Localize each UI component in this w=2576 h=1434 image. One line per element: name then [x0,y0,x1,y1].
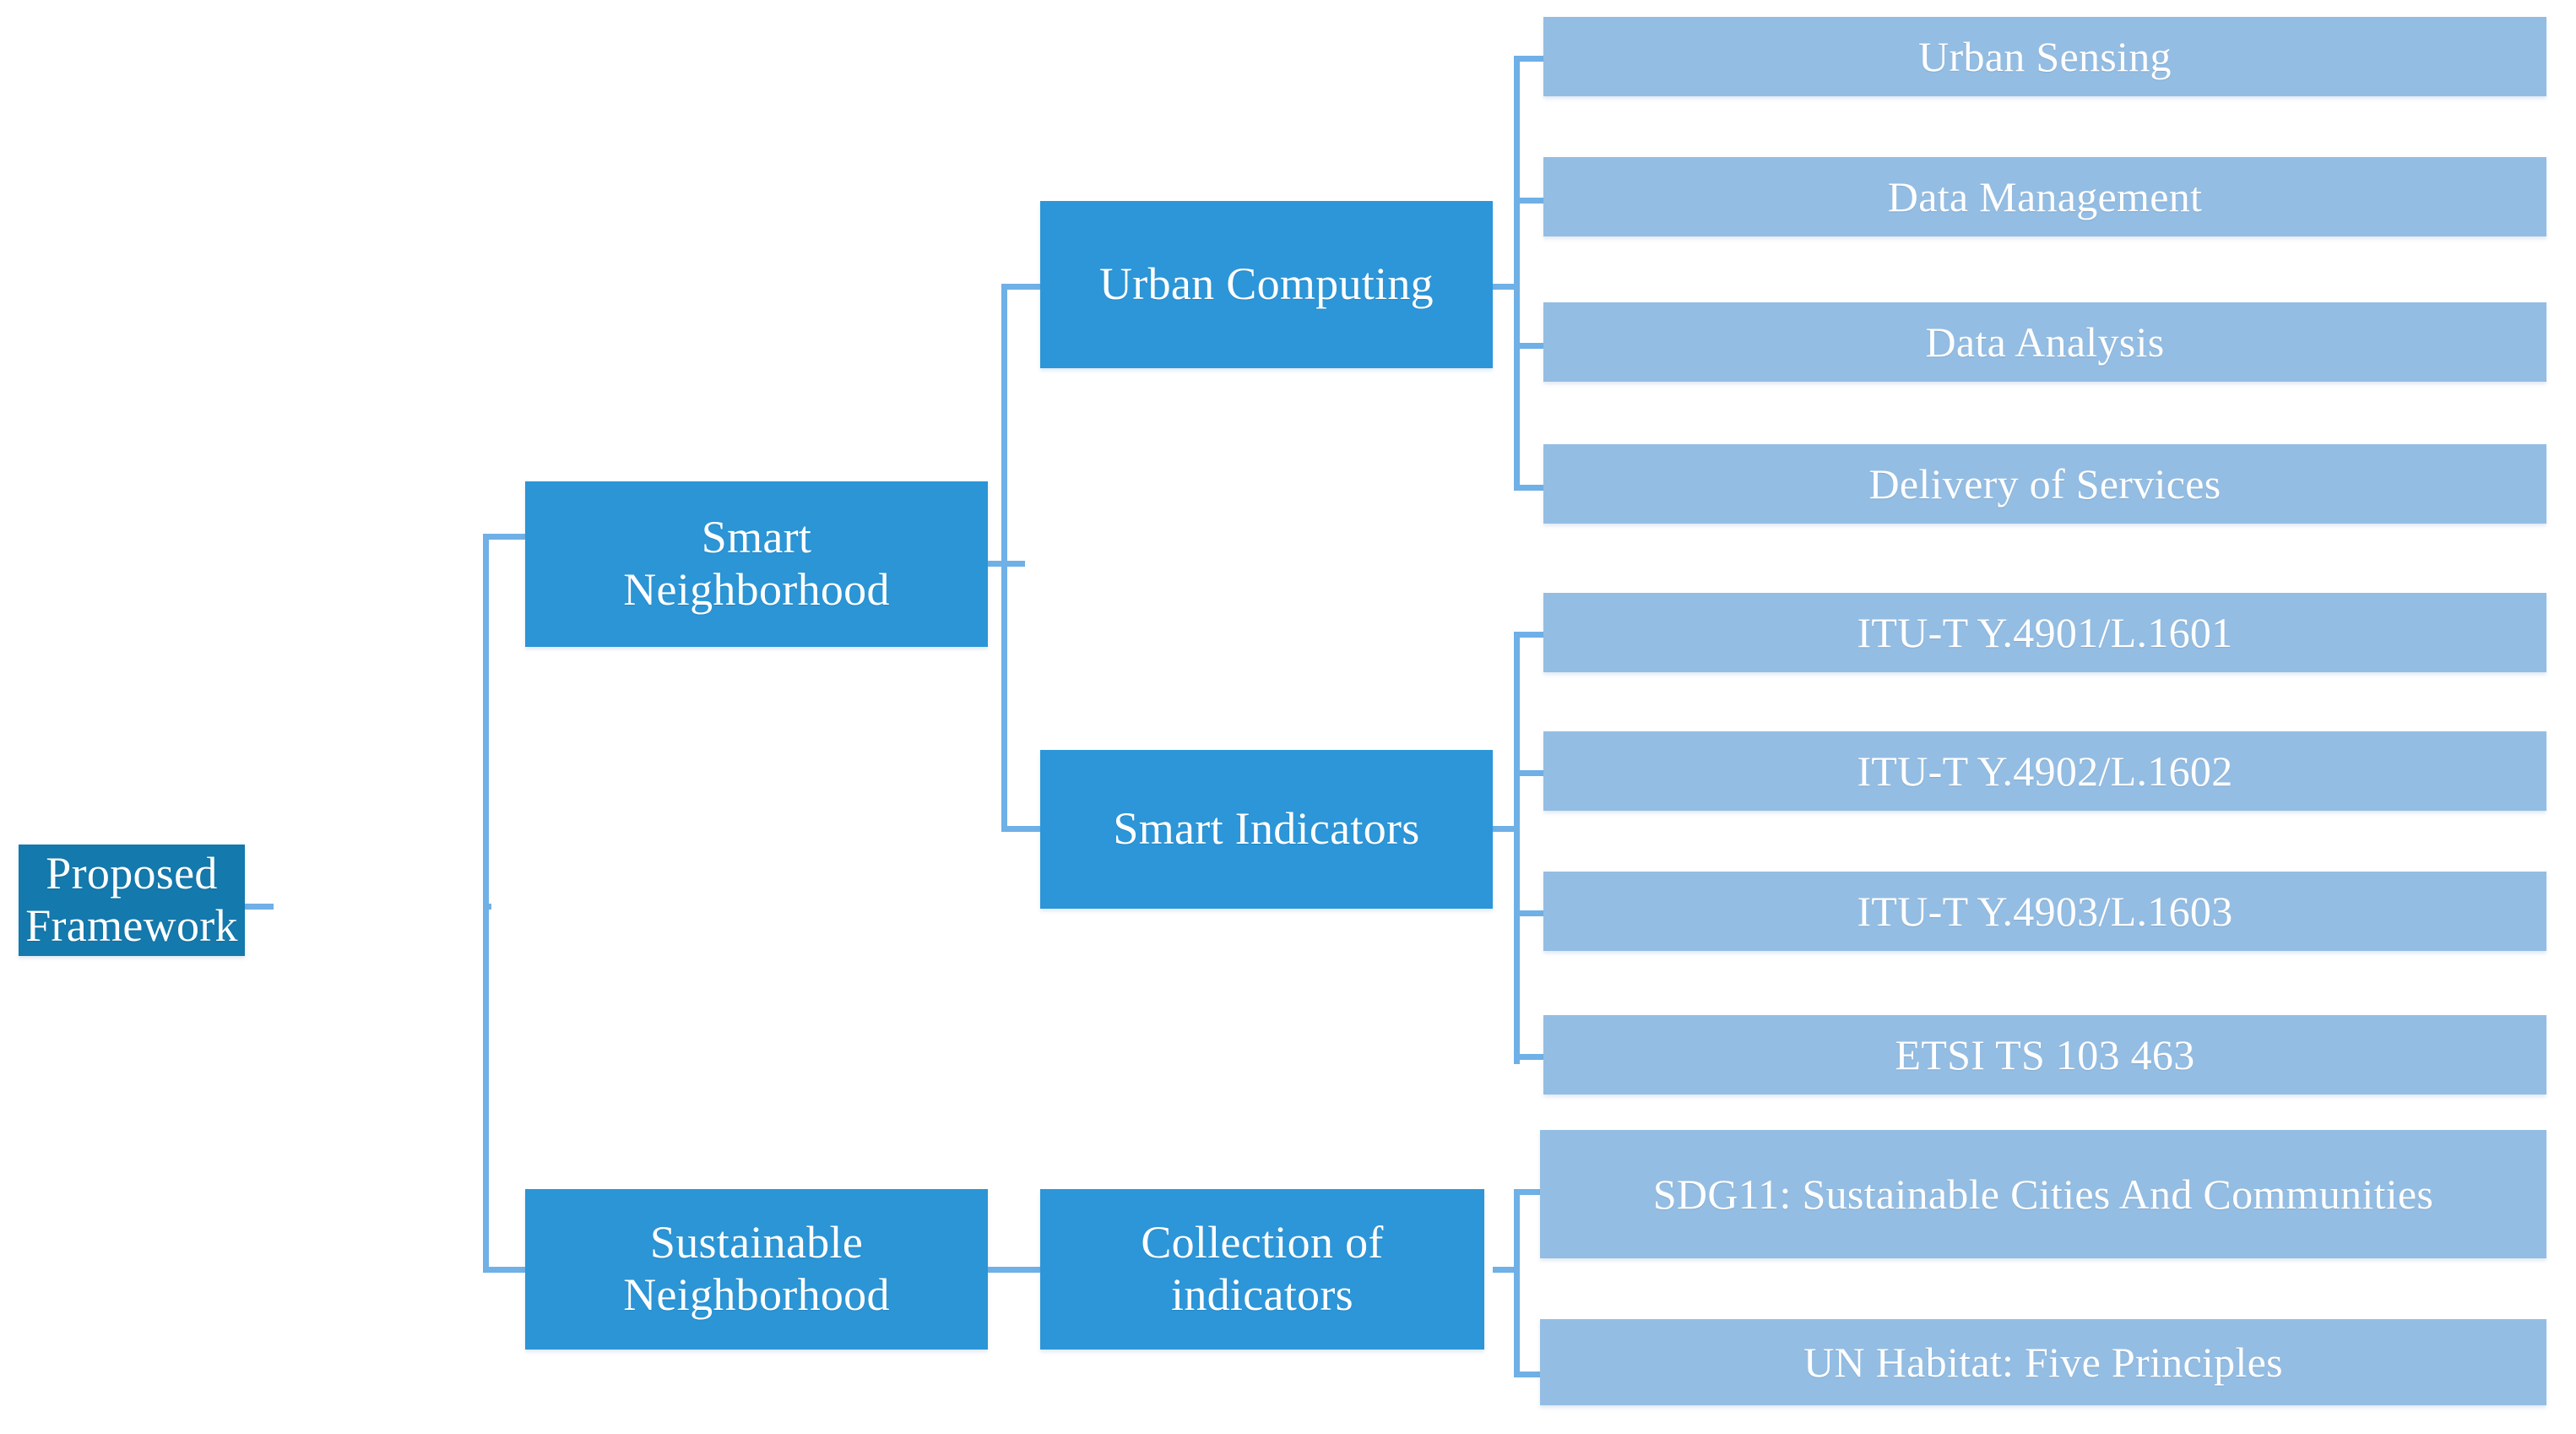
connector-to-urban-computing [1001,284,1044,290]
leaf-itu-t-y4902[interactable]: ITU-T Y.4902/L.1602 [1543,731,2546,811]
node-label-line2: Neighborhood [623,564,890,615]
leaf-data-analysis[interactable]: Data Analysis [1543,302,2546,382]
leaf-itu-t-y4901[interactable]: ITU-T Y.4901/L.1601 [1543,593,2546,672]
connector-smartindicators-leaf-1 [1514,632,1546,638]
leaf-delivery-of-services[interactable]: Delivery of Services [1543,444,2546,524]
connector-to-sustainable-neighborhood [483,1267,527,1273]
connector-smartindicators-rail [1514,632,1520,1064]
connector-urbancomputing-stub [1493,284,1518,290]
leaf-label: UN Habitat: Five Principles [1803,1338,2283,1386]
node-label: Smart Indicators [1113,803,1420,855]
node-label: Urban Computing [1099,258,1434,310]
leaf-etsi-ts-103-463[interactable]: ETSI TS 103 463 [1543,1015,2546,1095]
connector-smartindicators-leaf-3 [1514,910,1546,916]
leaf-label: Urban Sensing [1918,32,2172,80]
connector-urbancomputing-leaf-3 [1514,343,1546,349]
leaf-label: ITU-T Y.4903/L.1603 [1857,887,2233,935]
node-collection-of-indicators[interactable]: Collection of indicators [1040,1189,1484,1350]
node-label-line2: Framework [25,900,238,951]
leaf-label: ETSI TS 103 463 [1895,1030,2195,1078]
leaf-data-management[interactable]: Data Management [1543,157,2546,236]
leaf-label: Delivery of Services [1868,459,2221,508]
connector-smartindicators-leaf-4 [1514,1054,1546,1060]
connector-smartindicators-stub [1493,826,1518,832]
leaf-sdg11[interactable]: SDG11: Sustainable Cities And Communitie… [1540,1130,2546,1258]
node-smart-neighborhood[interactable]: Smart Neighborhood [525,481,988,647]
connector-urbancomputing-leaf-2 [1514,198,1546,204]
connector-urbancomputing-leaf-1 [1514,56,1546,62]
node-label-line1: Sustainable [649,1217,864,1268]
connector-collection-rail [1514,1189,1520,1377]
connector-smartindicators-leaf-2 [1514,770,1546,776]
leaf-label: Data Analysis [1925,318,2165,366]
leaf-urban-sensing[interactable]: Urban Sensing [1543,17,2546,96]
node-smart-indicators[interactable]: Smart Indicators [1040,750,1493,909]
connector-root-rail [483,534,489,1273]
connector-collection-leaf-2 [1514,1372,1544,1377]
node-sustainable-neighborhood[interactable]: Sustainable Neighborhood [525,1189,988,1350]
connector-urbancomputing-rail [1514,56,1520,490]
connector-smartneighborhood-rail [1001,284,1007,831]
node-proposed-framework[interactable]: Proposed Framework [19,845,245,956]
node-label-line1: Collection of [1141,1217,1384,1268]
connector-urbancomputing-leaf-4 [1514,485,1546,491]
connector-collection-leaf-1 [1514,1189,1544,1195]
connector-to-collection-of-indicators [988,1267,1044,1273]
leaf-label: ITU-T Y.4902/L.1602 [1857,747,2233,795]
node-label-line1: Smart [701,512,812,563]
node-label-line2: Neighborhood [623,1269,890,1320]
node-urban-computing[interactable]: Urban Computing [1040,201,1493,368]
connector-collection-stub [1493,1267,1518,1273]
node-label-line1: Proposed [46,848,218,899]
leaf-label: SDG11: Sustainable Cities And Communitie… [1652,1171,2434,1218]
leaf-label: Data Management [1887,172,2203,220]
leaf-un-habitat[interactable]: UN Habitat: Five Principles [1540,1319,2546,1405]
connector-to-smart-neighborhood [483,534,527,540]
leaf-itu-t-y4903[interactable]: ITU-T Y.4903/L.1603 [1543,872,2546,951]
connector-root-stub [236,904,274,910]
connector-root-rail-entry [483,904,491,910]
leaf-label: ITU-T Y.4901/L.1601 [1857,608,2233,656]
connector-to-smart-indicators [1001,826,1044,832]
node-label-line2: indicators [1171,1269,1353,1320]
